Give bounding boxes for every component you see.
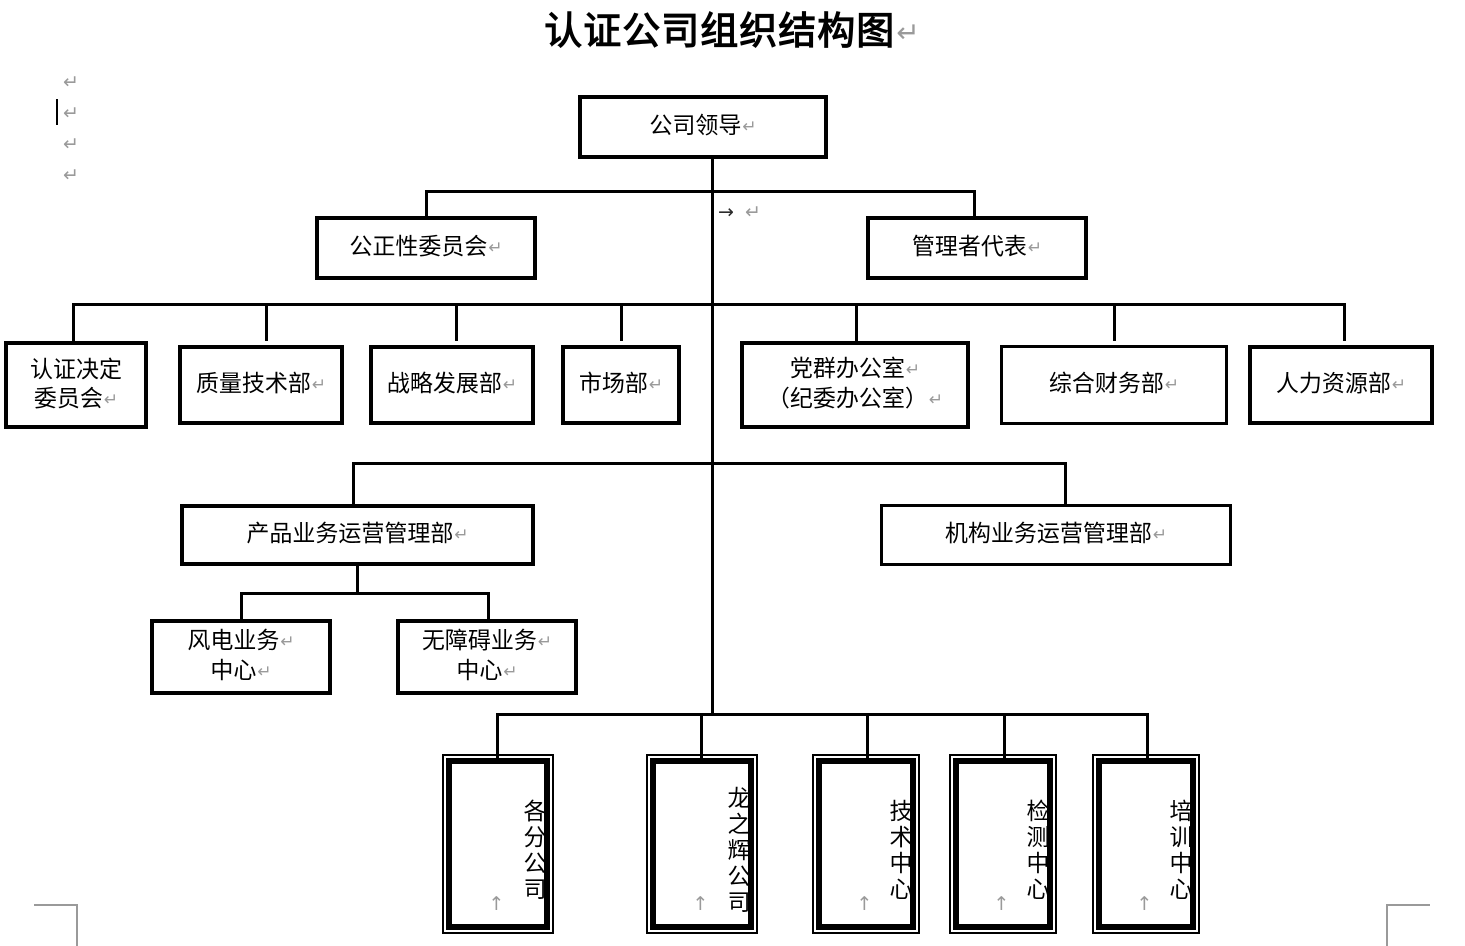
connector-drop-quality-tech [265, 303, 268, 341]
org-node-longzhihui-company[interactable]: 龙之辉公司 ↑ [646, 754, 758, 934]
pilcrow-mark: ↵ [257, 662, 272, 682]
connector-drop-impartiality [425, 190, 428, 216]
pilcrow-mark: ↵ [488, 238, 503, 258]
pilcrow-mark: ↵ [1164, 375, 1180, 395]
pilcrow-mark: ↵ [63, 102, 79, 124]
org-node-accessibility-business-center[interactable]: 无障碍业务↵中心↵ [396, 619, 578, 695]
org-node-product-business-ops-dept[interactable]: 产品业务运营管理部↵ [180, 504, 535, 566]
org-node-impartiality-committee[interactable]: 公正性委员会↵ [315, 216, 537, 280]
org-node-label: 各分公司 [519, 799, 545, 903]
pilcrow-mark: ↵ [311, 375, 327, 395]
connector-drop-longzhihui [700, 713, 703, 758]
connector-drop-training-center [1146, 713, 1149, 758]
org-node-management-representative[interactable]: 管理者代表↵ [866, 216, 1088, 280]
org-node-label: 质量技术部↵ [195, 371, 327, 397]
org-node-label: 检测中心 [1022, 799, 1048, 903]
org-node-certification-decision-committee[interactable]: 认证决定委员会↵ [4, 341, 148, 429]
org-node-quality-technology-dept[interactable]: 质量技术部↵ [178, 345, 344, 425]
org-node-label: 人力资源部↵ [1275, 371, 1407, 397]
org-node-label: 机构业务运营管理部↵ [944, 521, 1168, 547]
org-node-training-center[interactable]: 培训中心 ↑ [1092, 754, 1200, 934]
page-title: 认证公司组织结构图↵ [0, 8, 1465, 56]
org-node-testing-center[interactable]: 检测中心 ↑ [949, 754, 1057, 934]
pilcrow-mark: ↵ [502, 375, 518, 395]
connector-main-spine [711, 157, 714, 714]
pilcrow-mark: ↵ [537, 632, 553, 652]
page-margin-corner-bottom-left [34, 904, 78, 946]
org-node-finance-dept[interactable]: 综合财务部↵ [1000, 345, 1228, 425]
org-node-label: 技术中心 [885, 799, 911, 903]
up-arrow-mark: ↑ [692, 893, 712, 915]
connector-bus-level5 [240, 592, 490, 595]
connector-drop-institution-ops [1064, 462, 1067, 504]
pilcrow-mark: ↵ [454, 525, 469, 545]
org-node-strategy-development-dept[interactable]: 战略发展部↵ [369, 345, 535, 425]
connector-drop-technology-center [866, 713, 869, 758]
connector-drop-product-ops [352, 462, 355, 504]
connector-bus-level2 [425, 190, 975, 193]
connector-drop-marketing [620, 303, 623, 341]
org-node-label: 管理者代表↵ [911, 234, 1043, 260]
org-node-label: 综合财务部↵ [1048, 371, 1180, 397]
page-title-text: 认证公司组织结构图 [544, 8, 896, 53]
org-node-label: 党群办公室↵（纪委办公室）↵ [766, 356, 944, 412]
org-node-label: 认证决定委员会↵ [30, 356, 122, 412]
org-node-marketing-dept[interactable]: 市场部↵ [561, 345, 681, 425]
org-node-label: 公正性委员会↵ [349, 234, 503, 260]
up-arrow-mark: ↑ [993, 893, 1013, 915]
connector-stem-product-ops [356, 565, 359, 593]
org-node-label: 培训中心 [1165, 799, 1191, 903]
pilcrow-mark: ↵ [63, 71, 79, 93]
pilcrow-mark: ↵ [280, 632, 295, 652]
pilcrow-mark: ↵ [103, 389, 119, 410]
connector-drop-strategy-dev [455, 303, 458, 341]
org-node-label: 公司领导↵ [649, 113, 757, 139]
pilcrow-mark: ↵ [63, 164, 79, 186]
pilcrow-mark: ↵ [503, 662, 518, 682]
connector-drop-management-rep [973, 190, 976, 216]
up-arrow-mark: ↑ [856, 893, 876, 915]
org-node-company-leadership[interactable]: 公司领导↵ [578, 95, 828, 159]
pilcrow-mark: ↵ [896, 16, 921, 49]
org-node-technology-center[interactable]: 技术中心 ↑ [812, 754, 920, 934]
connector-drop-testing-center [1003, 713, 1006, 758]
pilcrow-mark: ↵ [905, 360, 921, 380]
connector-drop-hr [1343, 303, 1346, 341]
connector-drop-wind-power [240, 592, 243, 619]
connector-drop-finance [1113, 303, 1116, 341]
org-node-hr-dept[interactable]: 人力资源部↵ [1248, 345, 1434, 425]
pilcrow-mark: ↵ [745, 201, 761, 223]
connector-bus-level6 [496, 713, 1149, 716]
text-cursor [56, 99, 58, 125]
pilcrow-mark: ↵ [928, 390, 944, 410]
org-node-branch-companies[interactable]: 各分公司 ↑ [442, 754, 554, 934]
org-node-label: 风电业务↵中心↵ [187, 628, 295, 684]
pilcrow-mark: ↵ [742, 117, 757, 137]
connector-drop-cert-decision [72, 303, 75, 341]
pilcrow-mark: ↵ [1391, 375, 1407, 395]
pilcrow-mark: ↵ [1027, 238, 1043, 258]
org-node-label: 龙之辉公司 [723, 786, 749, 916]
connector-drop-branch-companies [496, 713, 499, 758]
tab-mark: → [718, 201, 734, 223]
page-margin-corner-bottom-right [1386, 904, 1430, 946]
org-node-label: 无障碍业务↵中心↵ [421, 628, 553, 684]
org-node-label: 战略发展部↵ [386, 371, 518, 397]
up-arrow-mark: ↑ [1136, 893, 1156, 915]
connector-drop-party-office [855, 303, 858, 341]
org-node-institution-business-ops-dept[interactable]: 机构业务运营管理部↵ [880, 504, 1232, 566]
up-arrow-mark: ↑ [488, 893, 508, 915]
org-node-party-office[interactable]: 党群办公室↵（纪委办公室）↵ [740, 341, 970, 429]
org-node-wind-power-business-center[interactable]: 风电业务↵中心↵ [150, 619, 332, 695]
pilcrow-mark: ↵ [1152, 525, 1168, 545]
connector-drop-accessibility [487, 592, 490, 619]
pilcrow-mark: ↵ [648, 375, 664, 395]
pilcrow-mark: ↵ [63, 133, 79, 155]
org-node-label: 市场部↵ [578, 371, 664, 397]
connector-bus-level3 [72, 303, 1344, 306]
org-node-label: 产品业务运营管理部↵ [246, 521, 469, 547]
connector-bus-level4 [352, 462, 1067, 465]
